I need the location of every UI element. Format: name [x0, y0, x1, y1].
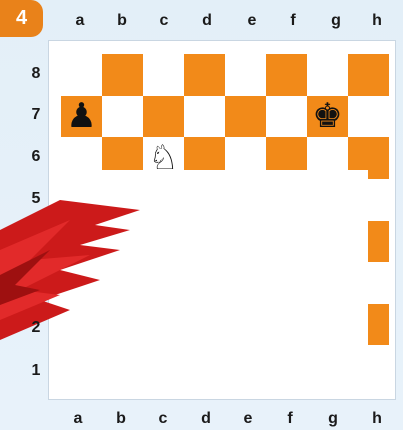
black-king-icon: ♚ [307, 96, 348, 138]
file-label-bottom-e: e [226, 411, 270, 427]
black-pawn-icon: ♟ [61, 96, 102, 138]
square-b8 [102, 54, 143, 96]
file-label-top-a: a [58, 13, 102, 29]
square-c8 [143, 54, 184, 96]
square-d7 [184, 96, 225, 138]
file-label-bottom-h: h [355, 411, 399, 427]
file-label-top-h: h [355, 13, 399, 29]
file-label-top-f: f [271, 13, 315, 29]
square-d8 [184, 54, 225, 96]
square-e8 [225, 54, 266, 96]
square-h7 [348, 96, 389, 138]
file-label-bottom-g: g [311, 411, 355, 427]
file-label-bottom-a: a [56, 411, 100, 427]
file-label-top-b: b [100, 13, 144, 29]
square-e7 [225, 96, 266, 138]
red-brush-splash-icon [0, 190, 150, 350]
square-g8 [307, 54, 348, 96]
file-label-top-d: d [185, 13, 229, 29]
rank-label-7: 7 [26, 107, 46, 123]
file-label-top-e: e [230, 13, 274, 29]
file-label-bottom-c: c [141, 411, 185, 427]
square-f7 [266, 96, 307, 138]
file-label-bottom-d: d [184, 411, 228, 427]
file-label-bottom-f: f [268, 411, 312, 427]
square-h8 [348, 54, 389, 96]
file-label-bottom-b: b [99, 411, 143, 427]
square-f8 [266, 54, 307, 96]
puzzle-number-badge: 4 [0, 0, 43, 37]
square-a8 [61, 54, 102, 96]
rank-label-5: 5 [26, 191, 46, 207]
file-label-top-g: g [314, 13, 358, 29]
rank-label-2: 2 [26, 320, 46, 336]
rank-label-8: 8 [26, 66, 46, 82]
square-b7 [102, 96, 143, 138]
rank-label-6: 6 [26, 149, 46, 165]
square-c7 [143, 96, 184, 138]
file-label-top-c: c [142, 13, 186, 29]
rank-label-1: 1 [26, 363, 46, 379]
